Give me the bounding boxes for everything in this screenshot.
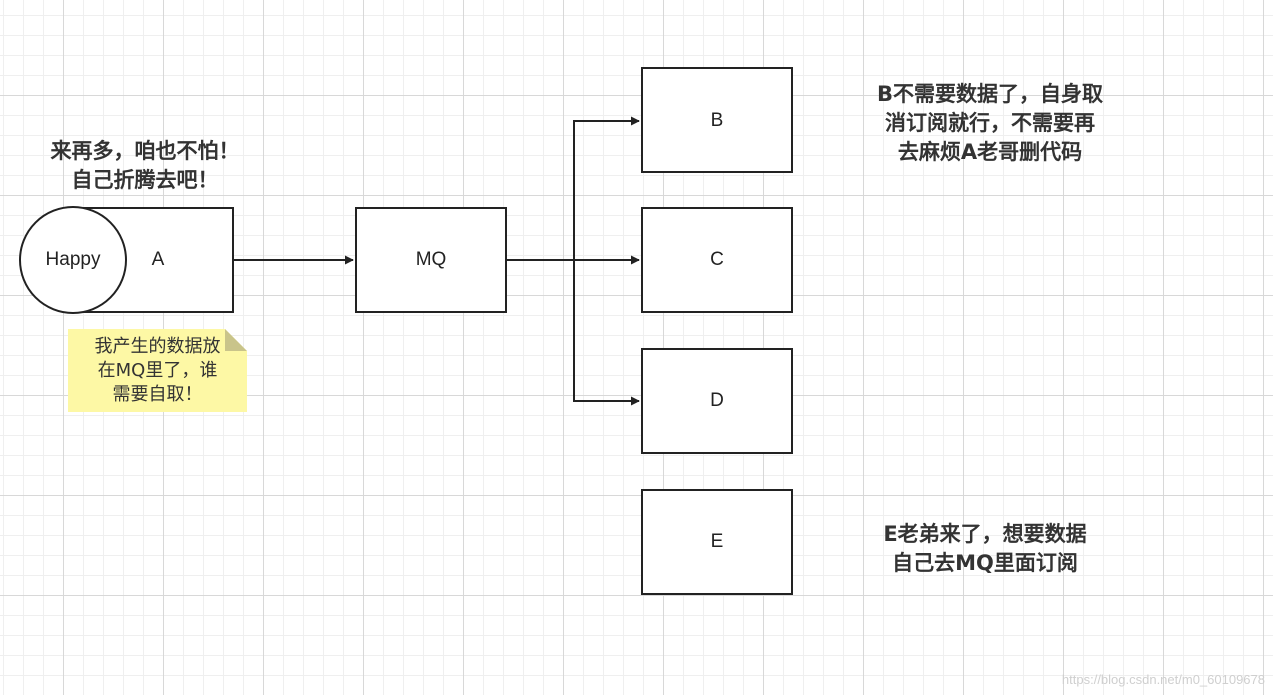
sticky-note-fold: [225, 329, 247, 351]
consumer-box-c[interactable]: [641, 207, 793, 313]
producer-title-line-1: 来再多，咱也不怕！: [50, 139, 240, 163]
watermark: https://blog.csdn.net/m0_60109678: [1061, 672, 1265, 687]
mq-box[interactable]: [355, 207, 507, 313]
consumer-box-d[interactable]: [641, 348, 793, 454]
b-unsubscribe-note: B不需要数据了，自身取 消订阅就行，不需要再 去麻烦A老哥删代码: [855, 80, 1125, 167]
sticky-line-2: 在MQ里了，谁: [97, 360, 218, 381]
consumer-label-c: C: [710, 249, 724, 270]
sticky-line-3: 需要自取！: [112, 384, 203, 405]
b-note-line-3: 去麻烦A老哥删代码: [897, 140, 1083, 164]
e-note-line-2: 自己去MQ里面订阅: [892, 551, 1078, 575]
consumer-label-e: E: [710, 531, 724, 552]
consumer-label-d: D: [710, 390, 724, 411]
arrow-mq-to-b[interactable]: [506, 116, 640, 261]
b-note-line-1: B不需要数据了，自身取: [876, 82, 1103, 106]
b-note-line-2: 消订阅就行，不需要再: [885, 111, 1095, 135]
sticky-note-text: 我产生的数据放 在MQ里了，谁 需要自取！: [70, 335, 245, 407]
e-subscribe-note: E老弟来了，想要数据 自己去MQ里面订阅: [860, 520, 1110, 578]
sticky-note[interactable]: [68, 329, 247, 412]
e-note-line-1: E老弟来了，想要数据: [883, 522, 1087, 546]
mq-box-label: MQ: [415, 249, 447, 270]
producer-title-line-2: 自己折腾去吧！: [71, 168, 219, 192]
producer-circle-label: Happy: [45, 249, 101, 270]
consumer-label-b: B: [710, 110, 724, 131]
consumer-box-b[interactable]: [641, 67, 793, 173]
producer-title-note: 来再多，咱也不怕！ 自己折腾去吧！: [35, 137, 255, 195]
arrow-mq-to-d[interactable]: [506, 259, 640, 406]
sticky-line-1: 我产生的数据放: [94, 336, 221, 357]
consumer-box-e[interactable]: [641, 489, 793, 595]
producer-box-label: A: [151, 249, 165, 270]
producer-circle[interactable]: [19, 206, 127, 314]
